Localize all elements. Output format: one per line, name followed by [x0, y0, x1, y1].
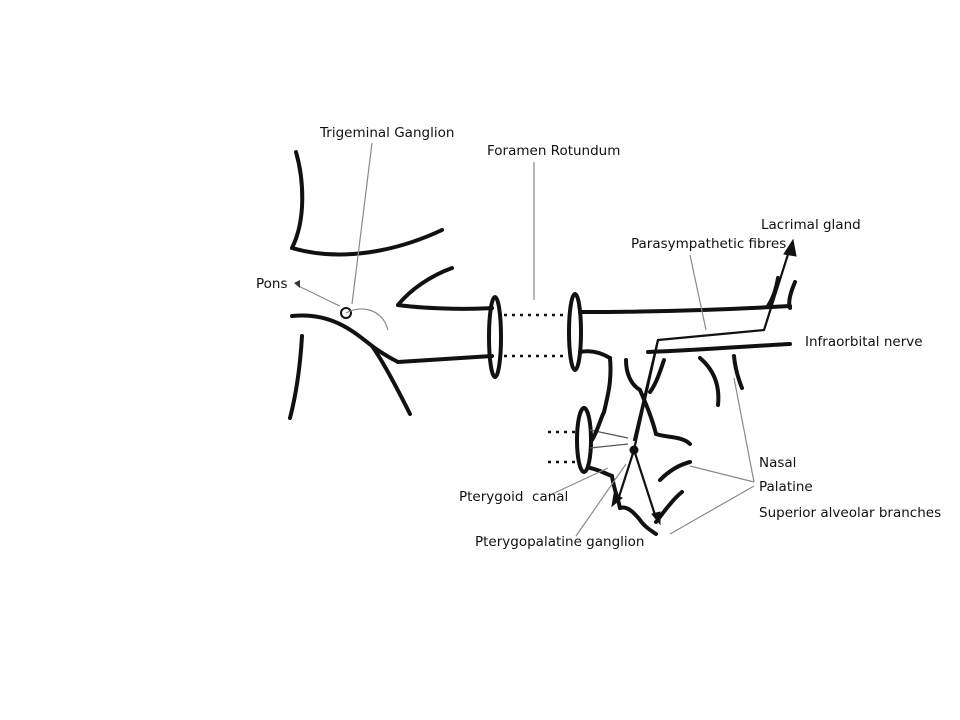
pterygoid-canal: [548, 406, 629, 478]
maxillary-nerve: [578, 276, 797, 414]
label-lacrimal-gland: Lacrimal gland: [761, 217, 861, 233]
leader-lines: [294, 142, 755, 537]
foramen-rotundum: [487, 292, 583, 379]
label-parasympathetic-fibres: Parasympathetic fibres: [631, 236, 786, 252]
label-trigeminal-ganglion: Trigeminal Ganglion: [319, 125, 454, 141]
label-pterygoid-canal: Pterygoid canal: [459, 489, 568, 505]
label-pons: Pons: [256, 276, 288, 292]
label-foramen-rotundum: Foramen Rotundum: [487, 143, 620, 159]
label-pterygopalatine-ganglion: Pterygopalatine ganglion: [475, 534, 644, 550]
parasympathetic-pathway: [632, 238, 797, 452]
label-superior-alveolar-branches: Superior alveolar branches: [759, 505, 941, 521]
trigeminal-ganglion-region: [340, 266, 494, 364]
pterygopalatine-ganglion: [610, 388, 692, 536]
label-infraorbital-nerve: Infraorbital nerve: [805, 334, 923, 350]
label-palatine: Palatine: [759, 479, 813, 495]
label-nasal: Nasal: [759, 455, 796, 471]
